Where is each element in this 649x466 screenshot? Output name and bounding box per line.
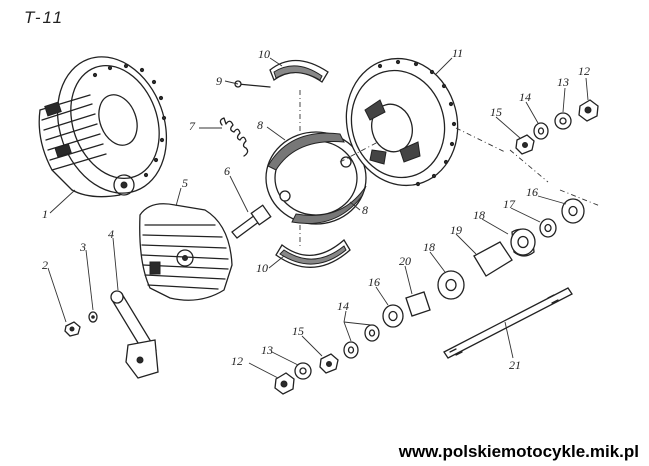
part-10-brake-linings-illustration bbox=[269, 59, 351, 268]
callout-1: 1 bbox=[42, 207, 48, 221]
callout-6: 6 bbox=[224, 164, 230, 178]
callout-13-lower: 13 bbox=[261, 343, 273, 357]
callout-19: 19 bbox=[450, 223, 462, 237]
callout-8-lower: 8 bbox=[362, 203, 368, 217]
callout-20: 20 bbox=[399, 254, 411, 268]
part-5-cover-plate-illustration bbox=[139, 203, 233, 301]
part-9-pin-illustration bbox=[234, 80, 271, 88]
callout-8-upper: 8 bbox=[257, 118, 263, 132]
callout-11: 11 bbox=[452, 46, 464, 60]
website-watermark: www.polskiemotocykle.mik.pl bbox=[398, 442, 639, 461]
callout-15-lower: 15 bbox=[292, 324, 304, 338]
callout-14-lower: 14 bbox=[337, 299, 349, 313]
part-11-hub-drum-illustration bbox=[345, 57, 459, 187]
upper-right-small-parts-illustration bbox=[515, 99, 599, 224]
callout-12-upper: 12 bbox=[578, 64, 590, 78]
callout-18-lower: 18 bbox=[423, 240, 435, 254]
callout-10-upper: 10 bbox=[258, 47, 270, 61]
callout-15-upper: 15 bbox=[490, 105, 502, 119]
callout-17: 17 bbox=[503, 197, 515, 211]
assembly-center-lines bbox=[299, 90, 601, 248]
bearings-spacers-illustration bbox=[274, 218, 557, 395]
parts-2-3-nut-washer-illustration bbox=[64, 311, 98, 337]
callout-3: 3 bbox=[80, 240, 86, 254]
sheet-code-label: T-11 bbox=[24, 8, 65, 27]
callout-12-lower: 12 bbox=[231, 354, 243, 368]
callout-18-upper: 18 bbox=[473, 208, 485, 222]
callout-4: 4 bbox=[108, 227, 114, 241]
callout-13-upper: 13 bbox=[557, 75, 569, 89]
callout-5: 5 bbox=[182, 176, 188, 190]
part-6-cam-spindle-illustration bbox=[231, 204, 272, 239]
callout-16-upper: 16 bbox=[526, 185, 538, 199]
callout-10-lower: 10 bbox=[256, 261, 268, 275]
callout-2: 2 bbox=[42, 258, 48, 272]
callout-7: 7 bbox=[189, 119, 195, 133]
part-8-brake-shoes-illustration bbox=[265, 131, 367, 225]
callout-21: 21 bbox=[509, 358, 521, 372]
callout-14-upper: 14 bbox=[519, 90, 531, 104]
part-7-spring-illustration bbox=[219, 117, 249, 157]
part-21-axle-illustration bbox=[443, 287, 573, 359]
callout-leader-lines bbox=[47, 57, 589, 379]
callout-16-lower: 16 bbox=[368, 275, 380, 289]
part-1-hub-illustration bbox=[38, 56, 168, 198]
callout-9: 9 bbox=[216, 74, 222, 88]
part-4-brake-lever-illustration bbox=[110, 290, 159, 379]
